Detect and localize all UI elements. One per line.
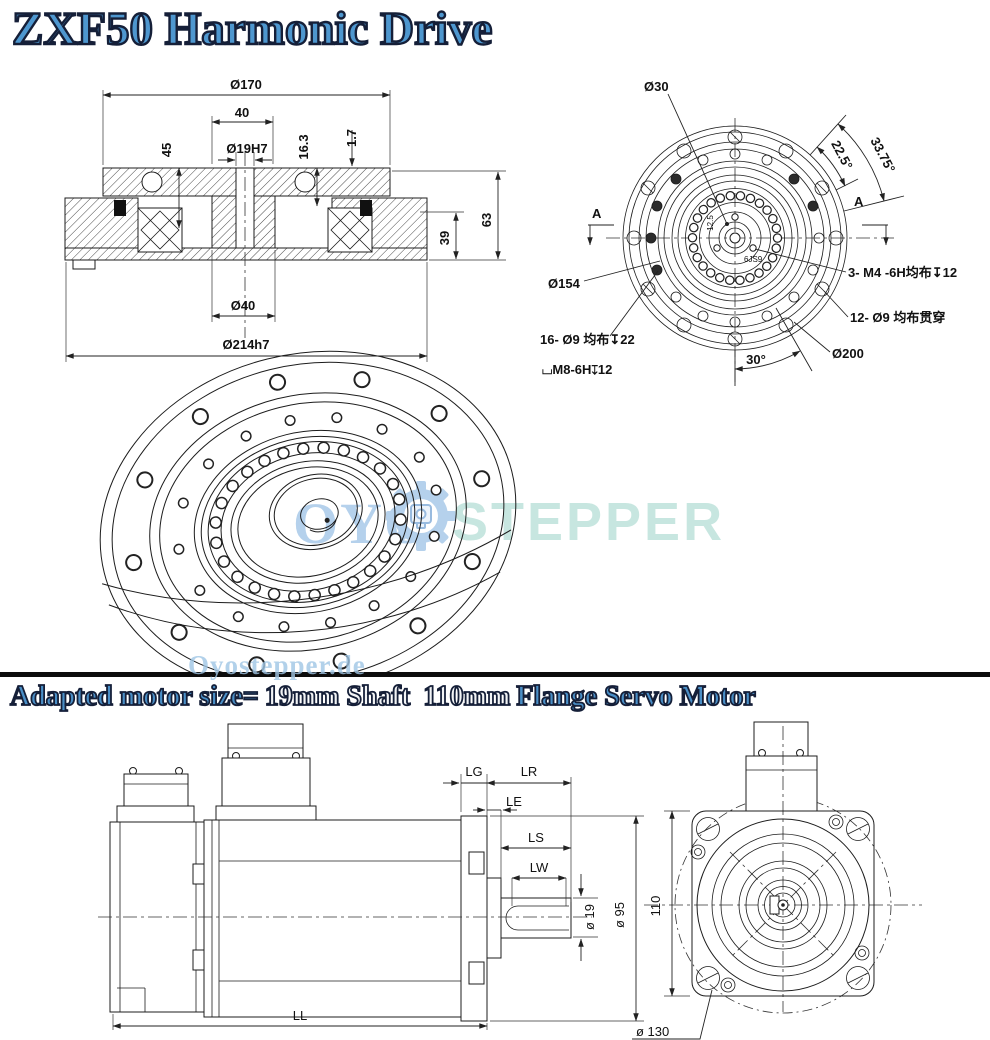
gear-icon bbox=[386, 481, 456, 551]
label-section-a-right: A bbox=[854, 194, 864, 209]
label-6js9: 6JS9 bbox=[744, 255, 763, 264]
dim-110: 110 bbox=[648, 896, 663, 917]
dim-dia19: ø 19 bbox=[582, 904, 597, 930]
dim-ls: LS bbox=[528, 830, 544, 845]
seal-right bbox=[360, 200, 372, 216]
watermark-stepper-text: STEPPER bbox=[452, 492, 725, 552]
section-divider bbox=[0, 672, 990, 677]
label-holes-m4: 3- M4 -6H均布↧12 bbox=[848, 265, 957, 280]
label-dia30: Ø30 bbox=[644, 79, 669, 94]
dim-lw: LW bbox=[530, 860, 549, 875]
dim-dia40: Ø40 bbox=[231, 298, 256, 313]
dim-bore: Ø19H7 bbox=[226, 141, 267, 156]
label-counterbore: ⌴M8-6H↧12 bbox=[542, 362, 612, 377]
motor-flange-view: 110 ø 130 bbox=[632, 721, 922, 1040]
dim-40: 40 bbox=[235, 105, 249, 120]
dim-163: 16.3 bbox=[296, 134, 311, 159]
adapted-title-suffix: Flange Servo Motor bbox=[515, 680, 756, 713]
perspective-view bbox=[99, 350, 517, 675]
motor-side-view: LG LR LE LS LW ø 19 ø 95 LL bbox=[98, 723, 644, 1030]
adapted-title-shaft: 19mm Shaft bbox=[264, 680, 411, 713]
label-dia200: Ø200 bbox=[832, 346, 864, 361]
bearing-right bbox=[327, 207, 373, 253]
label-angle-225: 22.5° bbox=[828, 138, 856, 172]
front-circular-view: Ø30 22.5° 33.75° A A Ø154 16- Ø9 均布↧22 ⌴… bbox=[540, 79, 957, 386]
cross-section-view: Ø170 40 45 Ø19H7 16.3 1.7 63 39 Ø40 Ø214… bbox=[64, 77, 506, 362]
dim-dia130: ø 130 bbox=[636, 1024, 669, 1039]
dim-dia214: Ø214h7 bbox=[223, 337, 270, 352]
label-holes12: 12- Ø9 均布贯穿 bbox=[850, 310, 945, 325]
page-title: ZXF50 Harmonic Drive bbox=[11, 2, 494, 56]
label-section-a-left: A bbox=[592, 206, 602, 221]
dim-17: 1.7 bbox=[344, 129, 359, 147]
dim-39: 39 bbox=[437, 231, 452, 245]
label-125: 12.5 bbox=[706, 215, 715, 231]
dim-dia170: Ø170 bbox=[230, 77, 262, 92]
adapted-title-prefix: Adapted motor size= bbox=[9, 680, 260, 713]
stepper-motor-glyph bbox=[410, 504, 432, 529]
dim-lg: LG bbox=[465, 764, 482, 779]
dim-dia95: ø 95 bbox=[612, 902, 627, 928]
label-holes16: 16- Ø9 均布↧22 bbox=[540, 332, 635, 347]
dim-45: 45 bbox=[159, 143, 174, 157]
label-dia154: Ø154 bbox=[548, 276, 581, 291]
dim-le: LE bbox=[506, 794, 522, 809]
top-drawings-svg: OYO STEPPER bbox=[64, 77, 957, 675]
motor-drawings-svg: LG LR LE LS LW ø 19 ø 95 LL bbox=[98, 721, 922, 1040]
dim-lr: LR bbox=[521, 764, 538, 779]
seal-left bbox=[114, 200, 126, 216]
label-angle30: 30° bbox=[746, 352, 766, 367]
dim-ll: LL bbox=[293, 1008, 307, 1023]
adapted-title-flange-size: 110mm bbox=[422, 680, 511, 713]
watermark-domain: Oyostepper.de bbox=[188, 650, 366, 680]
bearing-left bbox=[137, 207, 183, 253]
dim-63: 63 bbox=[479, 213, 494, 227]
